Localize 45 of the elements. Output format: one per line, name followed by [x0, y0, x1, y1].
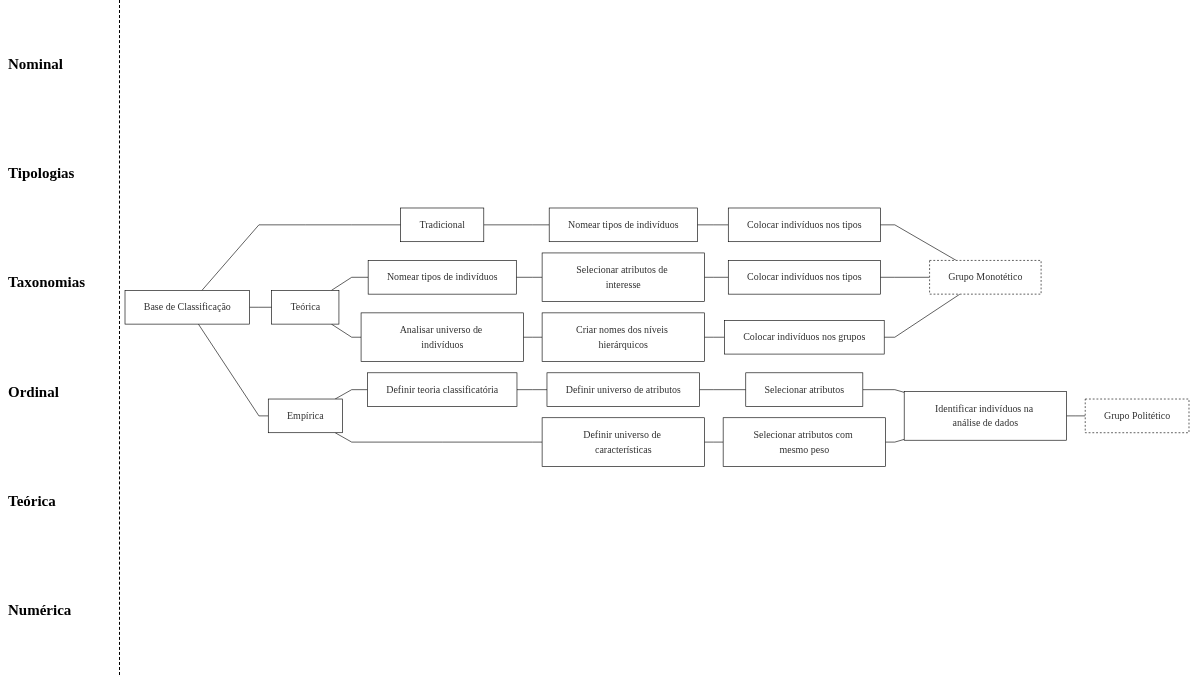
node-box: Base de Classificação: [124, 290, 250, 325]
connector: [862, 389, 905, 393]
connector: [201, 224, 401, 291]
connector: [880, 224, 957, 261]
node-box: Analisar universo de indivíduos: [360, 312, 524, 363]
connector: [880, 277, 930, 278]
section-label: Nominal: [8, 56, 64, 74]
connector: [1066, 415, 1086, 417]
node-box: Tradicional: [400, 207, 485, 243]
node-box: Grupo Monotético: [929, 260, 1042, 295]
node-box: Colocar indivíduos nos tipos: [727, 260, 881, 295]
connector: [334, 389, 368, 400]
connector: [516, 389, 548, 391]
section-label: Taxonomias: [8, 274, 86, 292]
connector: [883, 294, 961, 338]
connector: [331, 277, 369, 291]
node-box: Identificar indivíduos na análise de dados: [903, 391, 1067, 441]
node-box: Definir universo de atributos: [546, 372, 700, 408]
node-box: Criar nomes dos níveis hierárquicos: [541, 312, 705, 363]
connector: [699, 389, 747, 391]
node-box: Definir teoria classificatória: [367, 372, 518, 408]
connector: [249, 307, 272, 308]
node-box: Selecionar atributos de interesse: [541, 252, 705, 303]
node-box: Grupo Politético: [1084, 399, 1190, 434]
connector: [885, 439, 905, 443]
connector: [704, 277, 729, 278]
node-box: Nomear tipos de indivíduos: [548, 207, 698, 243]
connector: [704, 442, 724, 443]
node-box: Colocar indivíduos nos grupos: [724, 320, 885, 355]
connector: [516, 277, 543, 278]
section-label: Tipologias: [8, 165, 76, 183]
connector: [697, 224, 729, 226]
section-label: Ordinal: [8, 383, 60, 401]
node-box: Selecionar atributos: [745, 372, 864, 408]
node-box: Colocar indivíduos nos tipos: [727, 207, 881, 243]
node-box: Selecionar atributos com mesmo peso: [722, 417, 886, 468]
node-box: Empírica: [267, 399, 343, 434]
connector: [704, 337, 725, 338]
section-label: Teórica: [8, 492, 57, 510]
node-box: Nomear tipos de indivíduos: [367, 260, 517, 295]
node-box: Definir universo de características: [541, 417, 705, 468]
section-label: Numérica: [8, 601, 73, 619]
connector: [523, 337, 543, 338]
node-box: Teórica: [271, 290, 340, 325]
connector: [198, 324, 269, 417]
